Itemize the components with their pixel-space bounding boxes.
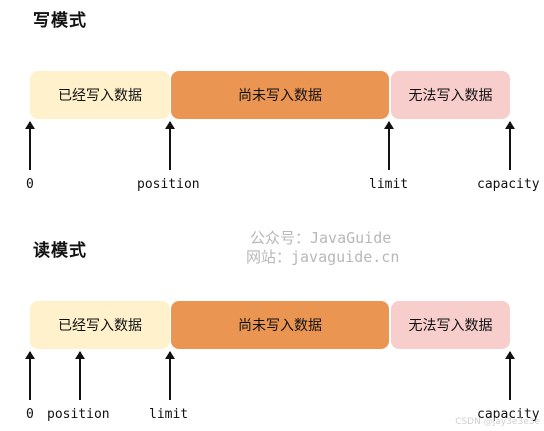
read-segment-unwritable: 无法写入数据 bbox=[391, 301, 510, 349]
write-capacity-arrow bbox=[505, 121, 515, 170]
watermark-wechat: 公众号：JavaGuide bbox=[250, 229, 392, 247]
write-segment-written: 已经写入数据 bbox=[30, 71, 170, 119]
read-segment-unwritten: 尚未写入数据 bbox=[171, 301, 389, 349]
read-limit-label: limit bbox=[149, 407, 189, 422]
write-mode-title: 写模式 bbox=[33, 11, 87, 31]
watermark-website: 网站：javaguide.cn bbox=[246, 248, 400, 266]
read-mode-title: 读模式 bbox=[33, 241, 87, 261]
write-segment-unwritten: 尚未写入数据 bbox=[171, 71, 389, 119]
write-capacity-label: capacity bbox=[477, 177, 540, 192]
read-capacity-label: capacity bbox=[477, 407, 540, 422]
write-position-label: position bbox=[137, 177, 200, 192]
write-zero-label: 0 bbox=[26, 177, 34, 192]
read-position-label: position bbox=[47, 407, 110, 422]
write-limit-label: limit bbox=[369, 177, 409, 192]
read-segment-written: 已经写入数据 bbox=[30, 301, 170, 349]
write-zero-arrow bbox=[25, 121, 35, 170]
read-limit-arrow bbox=[165, 351, 175, 400]
read-position-arrow bbox=[75, 351, 85, 400]
write-position-arrow bbox=[165, 121, 175, 170]
write-segment-unwritable: 无法写入数据 bbox=[391, 71, 510, 119]
read-zero-label: 0 bbox=[26, 407, 34, 422]
read-capacity-arrow bbox=[505, 351, 515, 400]
write-limit-arrow bbox=[384, 121, 394, 170]
csdn-credit: CSDN @Jay3e3e3e bbox=[455, 417, 540, 427]
read-zero-arrow bbox=[25, 351, 35, 400]
